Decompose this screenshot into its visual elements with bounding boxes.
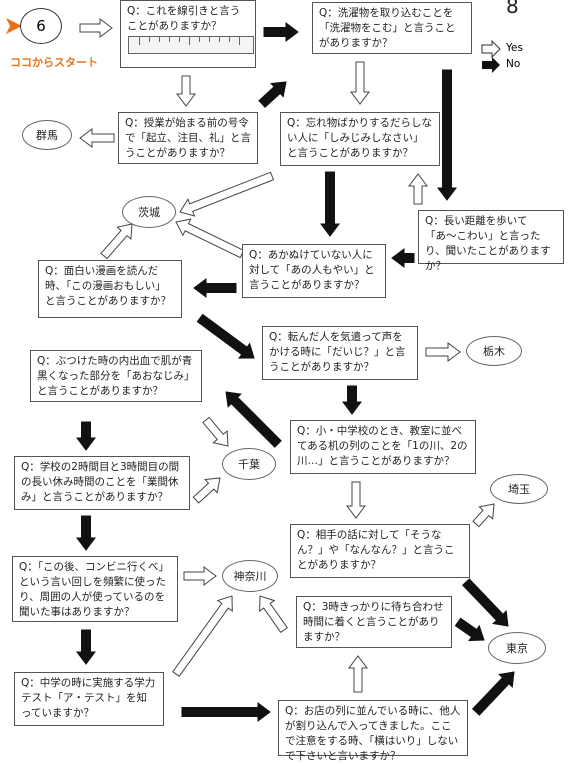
yes-arrow-22	[346, 481, 366, 519]
question-box-11: Q：学校の2時間目と3時間目の間の長い休み時間のことを「業間休み」と言うことがあ…	[14, 456, 190, 510]
no-arrow-28	[454, 617, 485, 642]
question-text-6: Q：あかぬけていない人に対して「あの人もやい」と言うことがありますか？	[249, 249, 375, 291]
yes-arrow-8	[408, 173, 428, 205]
result-gunma: 群馬	[22, 120, 72, 150]
no-arrow-18	[225, 391, 282, 448]
legend-no: No	[506, 58, 521, 70]
question-text-4: Q：忘れ物ばかりするだらしない人に「しみじみしなさい」と言うことがありますか？	[287, 117, 432, 159]
question-box-13: Q：「この後、コンビニ行くべ」という言い回しを頻繁に使ったり、周囲の人が使ってい…	[12, 556, 178, 622]
no-arrow-31	[181, 702, 271, 722]
no-arrow-17	[342, 385, 362, 415]
no-arrow-11	[391, 248, 415, 268]
start-circle: 6	[20, 8, 62, 44]
legend-yes: Yes	[506, 42, 523, 54]
yes-arrow-icon	[481, 40, 501, 59]
question-text-14: Q：3時きっかりに待ち合わせ時間に着くと言うことがありますか？	[303, 601, 444, 643]
question-box-6: Q：あかぬけていない人に対して「あの人もやい」と言うことがありますか？	[242, 244, 386, 298]
question-box-1: Q：これを線引きと言うことがありますか？	[120, 0, 256, 68]
question-box-3: Q：授業が始まる前の号令で「起立、注目、礼」と言うことがありますか？	[118, 112, 258, 164]
no-arrow-29	[76, 629, 96, 665]
yes-arrow-14	[100, 223, 133, 260]
yes-arrow-3	[176, 75, 196, 107]
question-box-5: Q：長い距離を歩いて「あ〜こわい」と言ったり、聞いたことがありますか？	[418, 210, 564, 272]
result-tochigi: 栃木	[466, 336, 522, 366]
yes-arrow-27	[259, 595, 288, 633]
no-arrow-15	[196, 313, 255, 359]
yes-arrow-30	[172, 595, 233, 677]
start-label: ココからスタート	[10, 56, 98, 69]
legend: Yes No	[480, 40, 558, 74]
no-arrow-24	[76, 515, 96, 551]
ruler-image	[128, 36, 254, 54]
no-arrow-13	[193, 278, 237, 298]
question-text-13: Q：「この後、コンビニ行くべ」という言い回しを頻繁に使ったり、周囲の人が使ってい…	[19, 561, 170, 618]
no-arrow-26	[461, 578, 509, 627]
question-text-1: Q：これを線引きと言うことがありますか？	[127, 5, 241, 32]
yes-arrow-32	[348, 655, 368, 693]
no-arrow-4	[258, 81, 287, 109]
question-box-4: Q：忘れ物ばかりするだらしない人に「しみじみしなさい」と言うことがありますか？	[280, 112, 440, 166]
question-text-10: Q：小・中学校のとき、教室に並べてある机の列のことを「1の川、2の川…」と言うこ…	[297, 425, 468, 467]
result-chiba: 千葉	[222, 448, 276, 480]
question-text-11: Q：学校の2時間目と3時間目の間の長い休み時間のことを「業間休み」と言うことがあ…	[21, 461, 180, 503]
question-box-16: Q：お店の列に並んでいる時に、他人が割り込んで入ってきました。ここで注意をする時…	[278, 700, 468, 762]
question-text-9: Q：ぶつけた時の内出血で肌が青黒くなった部分を「あおなじみ」と言うことがあります…	[37, 355, 195, 397]
yes-arrow-10	[179, 171, 275, 217]
question-text-16: Q：お店の列に並んでいる時に、他人が割り込んで入ってきました。ここで注意をする時…	[285, 705, 461, 762]
question-box-9: Q：ぶつけた時の内出血で肌が青黒くなった部分を「あおなじみ」と言うことがあります…	[30, 350, 202, 402]
legend-arrows	[481, 40, 501, 73]
question-text-15: Q：中学の時に実施する学力テスト「ア・テスト」を知っていますか？	[21, 677, 156, 719]
question-text-2: Q：洗濯物を取り込むことを「洗濯物をこむ」と言うことがありますか？	[319, 7, 456, 49]
no-arrow-2	[263, 22, 299, 42]
yes-arrow-6	[350, 61, 370, 105]
question-box-14: Q：3時きっかりに待ち合わせ時間に着くと言うことがありますか？	[296, 596, 452, 648]
question-box-8: Q：転んだ人を気遣って声をかける時に「だいじ？」と言うことがありますか？	[262, 326, 418, 380]
result-saitama: 埼玉	[490, 474, 548, 504]
question-box-15: Q：中学の時に実施する学力テスト「ア・テスト」を知っていますか？	[14, 672, 164, 726]
result-kanagawa: 神奈川	[222, 560, 278, 592]
question-text-7: Q：面白い漫画を読んだ時、「この漫画おもしい」と言うことがありますか？	[45, 265, 171, 307]
result-ibaraki: 茨城	[122, 196, 176, 228]
question-box-10: Q：小・中学校のとき、教室に並べてある机の列のことを「1の川、2の川…」と言うこ…	[290, 420, 476, 474]
yes-arrow-16	[425, 342, 461, 362]
question-box-12: Q：相手の話に対して「そうなん？」や「なんなん？」と言うことがありますか？	[290, 524, 470, 578]
question-box-7: Q：面白い漫画を読んだ時、「この漫画おもしい」と言うことがありますか？	[38, 260, 182, 318]
question-box-2: Q：洗濯物を取り込むことを「洗濯物をこむ」と言うことがありますか？	[312, 2, 472, 54]
question-text-5: Q：長い距離を歩いて「あ〜こわい」と言ったり、聞いたことがありますか？	[425, 215, 551, 272]
question-text-3: Q：授業が始まる前の号令で「起立、注目、礼」と言うことがありますか？	[125, 117, 251, 159]
yes-arrow-19	[202, 416, 229, 447]
no-arrow-7	[437, 69, 457, 201]
no-arrow-icon	[482, 57, 500, 73]
result-tokyo: 東京	[488, 632, 546, 664]
yes-arrow-12	[175, 218, 245, 259]
start-arrow	[6, 18, 22, 34]
no-arrow-20	[76, 421, 96, 451]
no-arrow-33	[471, 671, 515, 716]
yes-arrow-21	[192, 477, 221, 504]
yes-arrow-5	[79, 128, 115, 148]
question-text-8: Q：転んだ人を気遣って声をかける時に「だいじ？」と言うことがありますか？	[269, 331, 406, 373]
yes-arrow-1	[79, 18, 113, 38]
yes-arrow-25	[183, 566, 217, 586]
yes-arrow-23	[472, 503, 495, 528]
no-arrow-9	[320, 171, 340, 237]
question-text-12: Q：相手の話に対して「そうなん？」や「なんなん？」と言うことがありますか？	[297, 529, 455, 571]
page-number: 8	[506, 0, 519, 18]
